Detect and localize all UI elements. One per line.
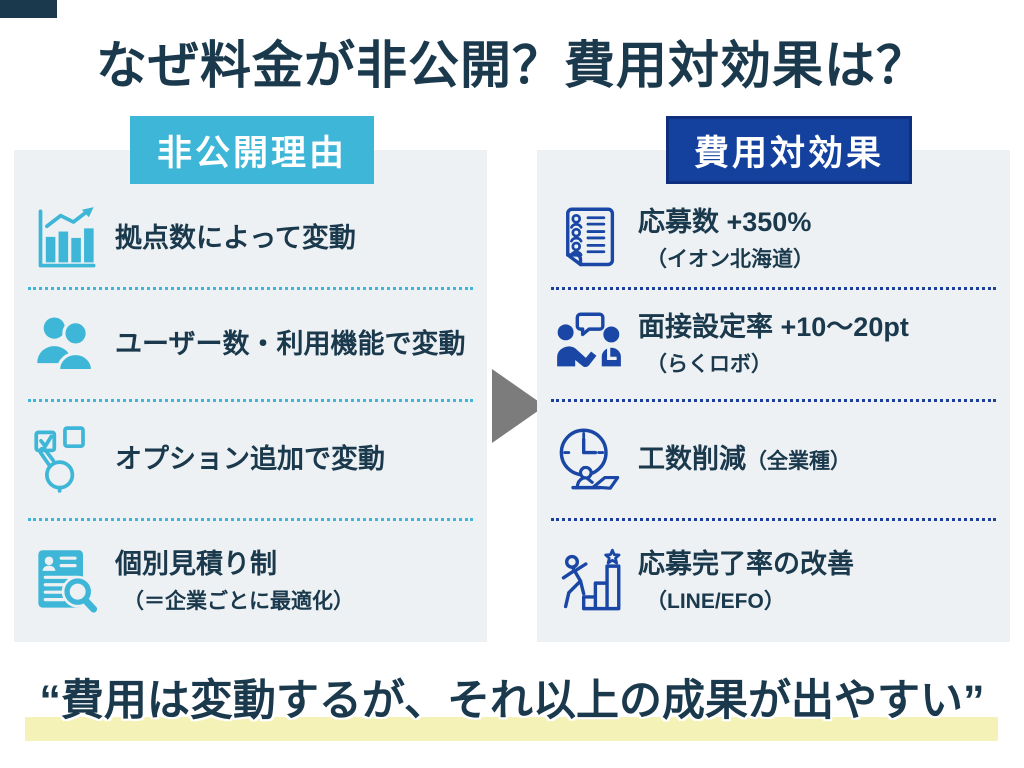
result-label: 応募数 +350% [638, 206, 812, 237]
completion-stairs-icon [555, 547, 623, 615]
corner-accent [0, 0, 57, 18]
workload-clock-icon [555, 426, 623, 494]
result-sublabel: （LINE/EFO） [646, 589, 785, 613]
cost-effectiveness-panel: 応募数 +350% （イオン北海道） 面接設定率 +10〜20pt （らくロボ） [537, 150, 1010, 642]
item-label: 拠点数によって変動 [115, 223, 356, 254]
applicant-list-icon [555, 205, 623, 273]
list-item-locations: 拠点数によって変動 [14, 192, 487, 287]
bar-chart-icon [32, 205, 100, 273]
list-item-estimate: 個別見積り制 （＝企業ごとに最適化） [14, 521, 487, 642]
result-label: 工数削減（全業種） [638, 444, 851, 475]
interview-icon [555, 310, 623, 378]
list-item-options: オプション追加で変動 [14, 402, 487, 517]
result-label: 面接設定率 +10〜20pt [638, 312, 909, 343]
result-item-completion: 応募完了率の改善 （LINE/EFO） [537, 521, 1010, 642]
hidden-pricing-reasons-panel: 拠点数によって変動 ユーザー数・利用機能で変動 [14, 150, 487, 642]
dotted-divider [28, 517, 473, 521]
item-label: ユーザー数・利用機能で変動 [115, 328, 466, 359]
item-label: 個別見積り制 [115, 548, 277, 579]
footer: “費用は変動するが、それ以上の成果が出やすい” [0, 666, 1024, 756]
result-sublabel: （らくロボ） [646, 352, 772, 376]
users-icon [32, 310, 100, 378]
right-arrow-icon [492, 369, 545, 443]
result-item-interviews: 面接設定率 +10〜20pt （らくロボ） [537, 290, 1010, 400]
dotted-divider [551, 517, 996, 521]
dotted-divider [28, 286, 473, 290]
highlight-band [25, 717, 998, 741]
dotted-divider [551, 286, 996, 290]
result-item-applications: 応募数 +350% （イオン北海道） [537, 192, 1010, 287]
estimate-document-icon [32, 547, 100, 615]
left-panel-header: 非公開理由 [130, 116, 374, 184]
result-sublabel-inline: （全業種） [746, 450, 851, 474]
item-sublabel: （＝企業ごとに最適化） [123, 589, 354, 613]
result-sublabel: （イオン北海道） [646, 247, 814, 271]
option-click-icon [32, 426, 100, 494]
dotted-divider [28, 399, 473, 403]
footer-quote: “費用は変動するが、それ以上の成果が出やすい” [39, 677, 985, 725]
list-item-users: ユーザー数・利用機能で変動 [14, 290, 487, 400]
result-item-workload: 工数削減（全業種） [537, 402, 1010, 517]
page-title: なぜ料金が非公開？費用対効果は？ [95, 37, 928, 94]
right-panel-header: 費用対効果 [666, 116, 912, 184]
item-label: オプション追加で変動 [115, 444, 385, 475]
dotted-divider [551, 399, 996, 403]
result-label: 応募完了率の改善 [638, 548, 854, 579]
